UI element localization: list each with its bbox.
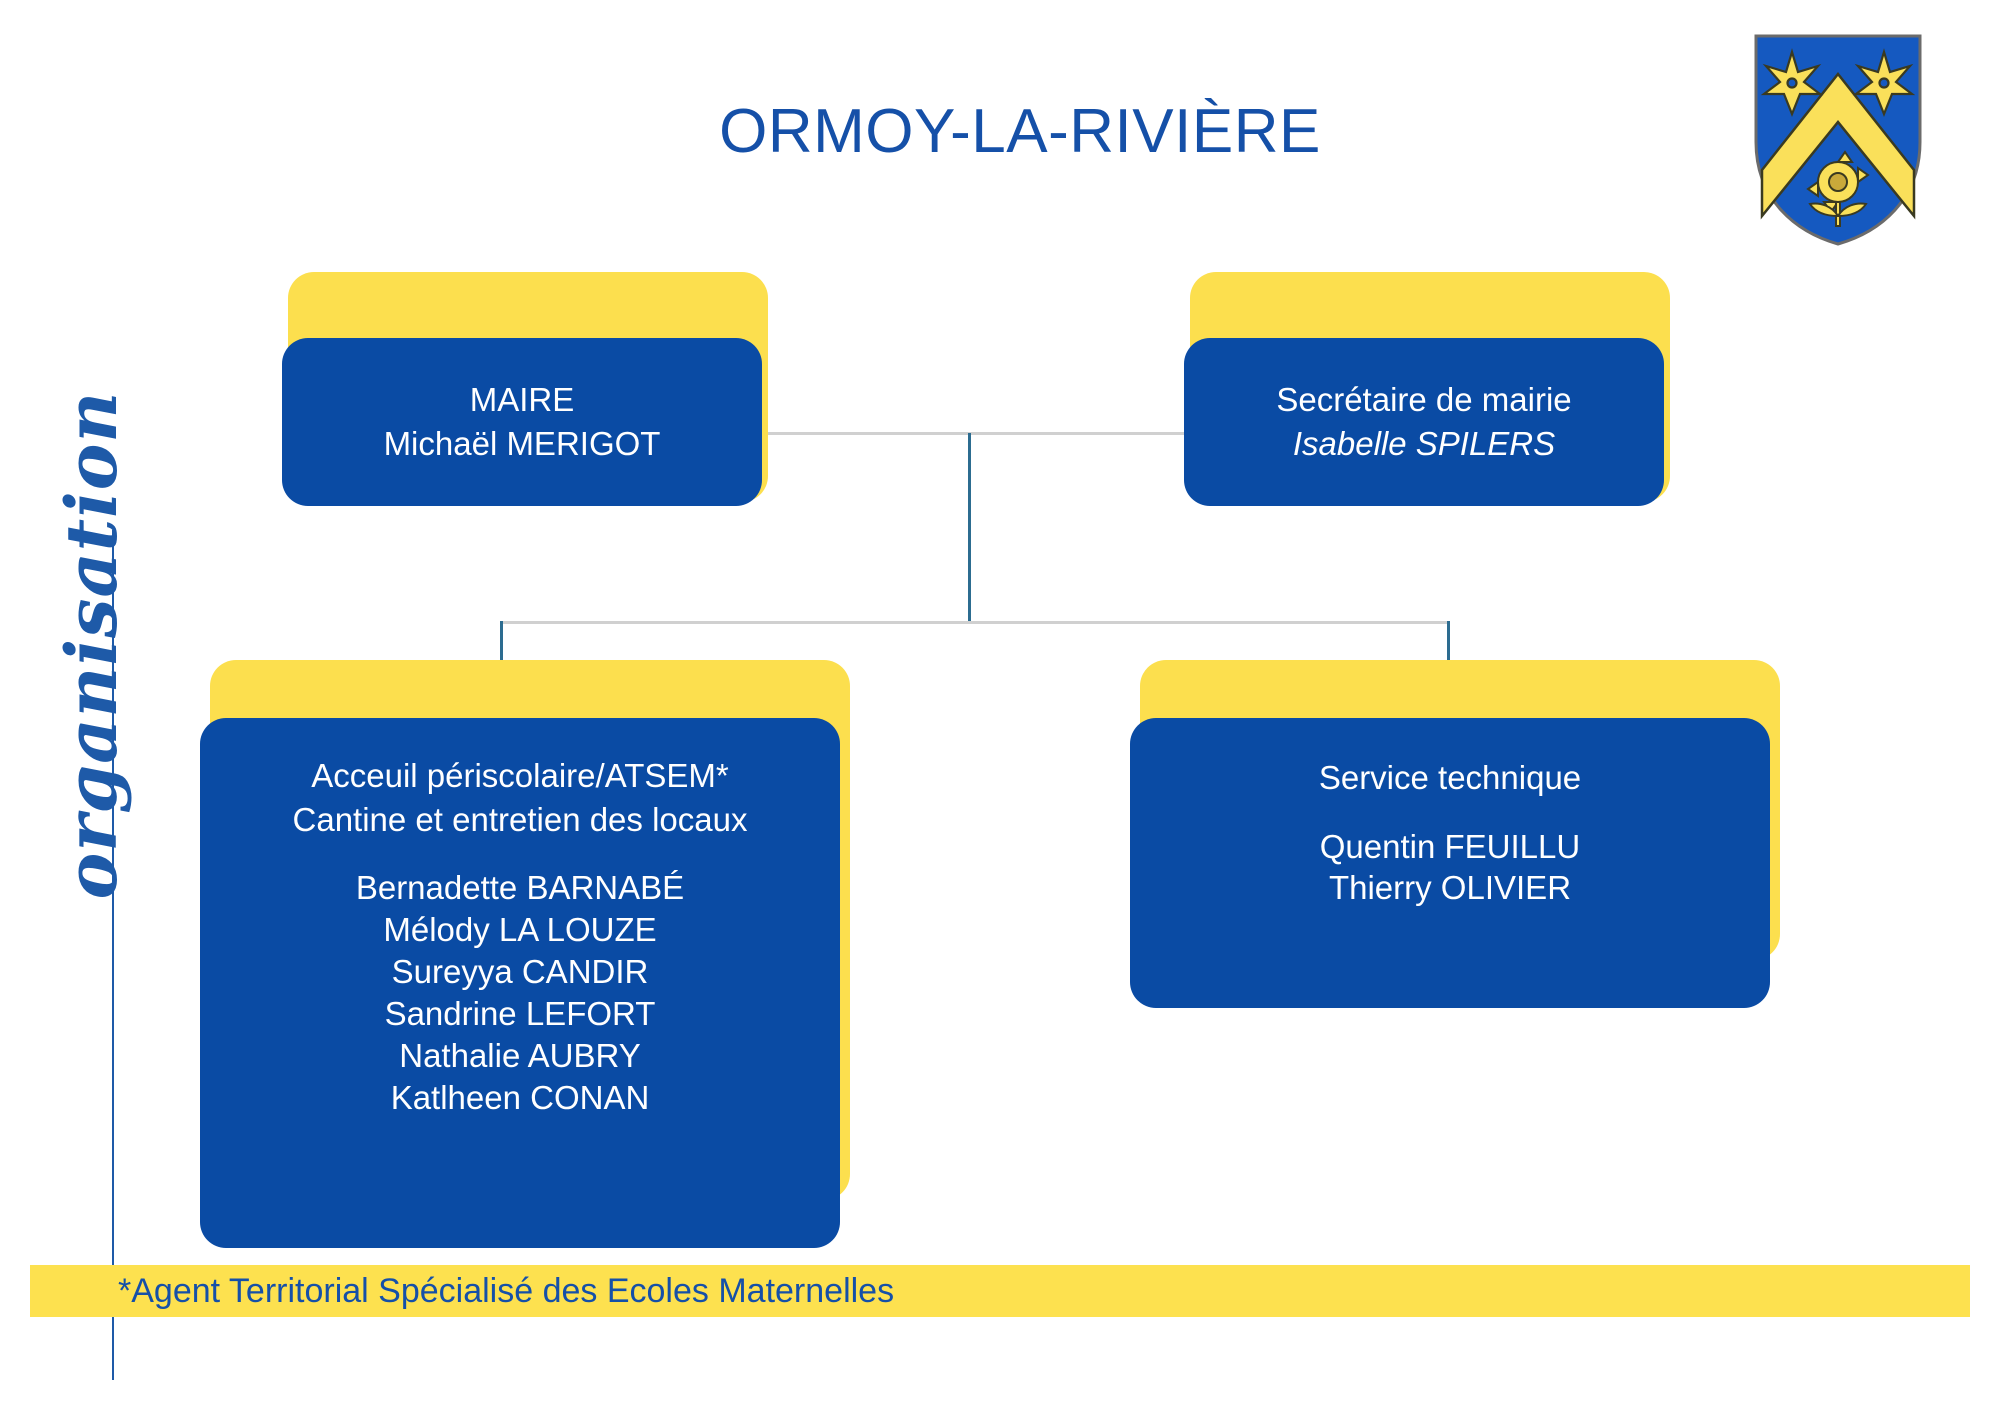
- periscolaire-staff-list: Bernadette BARNABÉ Mélody LA LOUZE Surey…: [200, 867, 840, 1118]
- side-label-organisation: organisation: [50, 390, 133, 900]
- org-card-technique[interactable]: Service technique Quentin FEUILLU Thierr…: [1130, 660, 1780, 1008]
- list-item: Sureyya CANDIR: [391, 952, 649, 990]
- page-title: ORMOY-LA-RIVIÈRE: [719, 97, 1321, 166]
- secretary-person: Isabelle SPILERS: [1292, 425, 1556, 462]
- coat-of-arms-icon: [1748, 30, 1928, 250]
- connector-branch-horizontal: [500, 621, 1450, 624]
- periscolaire-role-line-1: Acceuil périscolaire/ATSEM*: [311, 757, 729, 794]
- list-item: Thierry OLIVIER: [1328, 869, 1572, 907]
- list-item: Sandrine LEFORT: [384, 994, 656, 1032]
- card-panel: Secrétaire de mairie Isabelle SPILERS: [1184, 338, 1664, 506]
- list-item: Mélody LA LOUZE: [383, 911, 657, 948]
- org-card-periscolaire[interactable]: Acceuil périscolaire/ATSEM* Cantine et e…: [200, 660, 850, 1248]
- card-panel: Acceuil périscolaire/ATSEM* Cantine et e…: [200, 718, 840, 1248]
- card-panel: Service technique Quentin FEUILLU Thierr…: [1130, 718, 1770, 1008]
- technique-staff-list: Quentin FEUILLU Thierry OLIVIER: [1130, 826, 1770, 910]
- side-rule-divider: [112, 530, 114, 1380]
- footer-banner: [30, 1265, 1970, 1317]
- mayor-role: MAIRE: [469, 381, 575, 419]
- footer-note: *Agent Territorial Spécialisé des Ecoles…: [118, 1272, 895, 1310]
- list-item: Katlheen CONAN: [390, 1078, 650, 1116]
- org-card-mayor[interactable]: MAIRE Michaël MERIGOT: [282, 272, 768, 506]
- mayor-person: Michaël MERIGOT: [383, 425, 661, 462]
- connector-mayor-secretary: [754, 432, 1194, 435]
- list-item: Nathalie AUBRY: [399, 1036, 641, 1074]
- periscolaire-role-line-2: Cantine et entretien des locaux: [292, 800, 748, 838]
- periscolaire-role-block: Acceuil périscolaire/ATSEM* Cantine et e…: [200, 754, 840, 841]
- technique-role-block: Service technique: [1130, 756, 1770, 800]
- secretary-role: Secrétaire de mairie: [1276, 381, 1572, 419]
- org-card-secretary[interactable]: Secrétaire de mairie Isabelle SPILERS: [1184, 272, 1670, 506]
- connector-vertical-trunk: [968, 433, 971, 623]
- list-item: Bernadette BARNABÉ: [355, 869, 685, 907]
- list-item: Quentin FEUILLU: [1319, 827, 1581, 865]
- technique-role: Service technique: [1318, 759, 1582, 796]
- card-panel: MAIRE Michaël MERIGOT: [282, 338, 762, 506]
